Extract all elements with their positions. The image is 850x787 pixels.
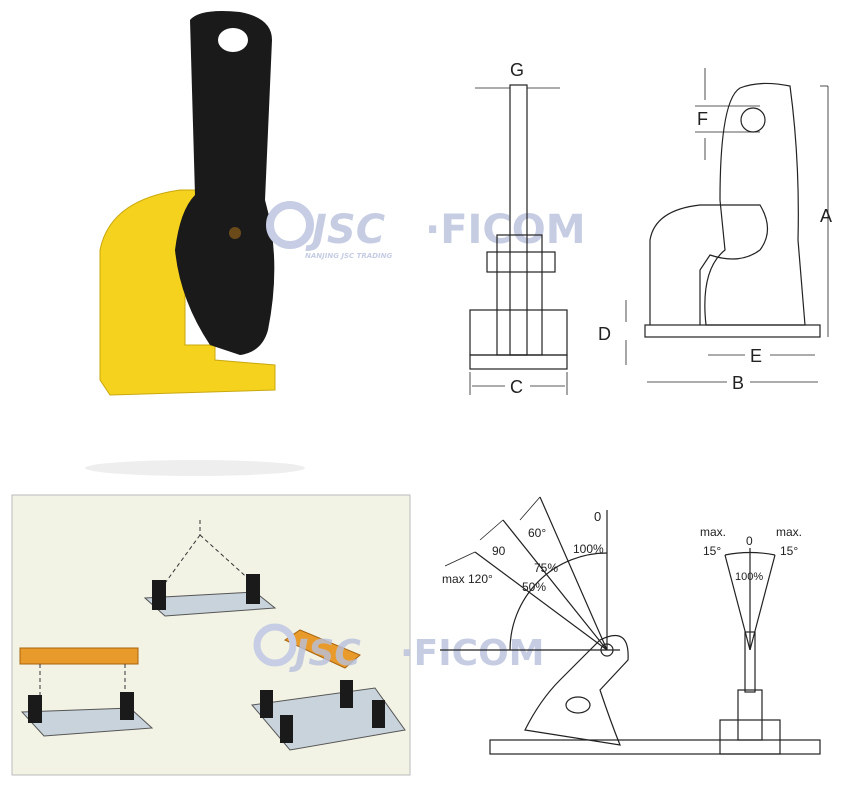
dim-f-label: F [697, 109, 708, 129]
tilt-right-label: max. [776, 525, 802, 539]
clamp-photo [85, 11, 305, 476]
tilt-left-label: max. [700, 525, 726, 539]
svg-text:NANJING JSC TRADING: NANJING JSC TRADING [305, 252, 392, 260]
tilt-left-deg: 15° [703, 544, 721, 558]
dim-c-label: C [510, 377, 523, 397]
angle-75-label: 75% [534, 561, 558, 575]
angle-100-label: 100% [573, 542, 604, 556]
angle-zero-label: 0 [594, 509, 601, 524]
svg-text:JSC: JSC [289, 633, 361, 674]
dim-b-label: B [732, 373, 744, 393]
tilt-zero-label: 0 [746, 534, 753, 548]
dim-g-label: G [510, 60, 524, 80]
angle-50-label: 50% [522, 580, 546, 594]
dim-e-label: E [750, 346, 762, 366]
dim-a-label: A [820, 206, 832, 226]
front-view-drawing: G C [469, 60, 568, 397]
angle-60-label: 60° [528, 526, 546, 540]
svg-text:·FICOM: ·FICOM [400, 633, 545, 674]
angle-120-label: max 120° [442, 572, 493, 586]
tilt-right-deg: 15° [780, 544, 798, 558]
watermark-logo: JSC ·FICOM NANJING JSC TRADING [266, 201, 586, 260]
tilt-diagram: max. 15° 0 max. 15° 100% [700, 525, 802, 755]
svg-text:JSC: JSC [305, 207, 385, 253]
angle-90-label: 90 [492, 544, 506, 558]
tilt-100-label: 100% [735, 571, 763, 583]
angle-diagram: 0 100% 75% 50% 60° 90 max 120° [440, 496, 821, 755]
dim-d-label: D [598, 324, 611, 344]
usage-illustration: JSC ·FICOM [11, 494, 545, 776]
svg-text:·FICOM: ·FICOM [425, 207, 586, 253]
side-view-drawing: A F D E B [598, 68, 832, 393]
